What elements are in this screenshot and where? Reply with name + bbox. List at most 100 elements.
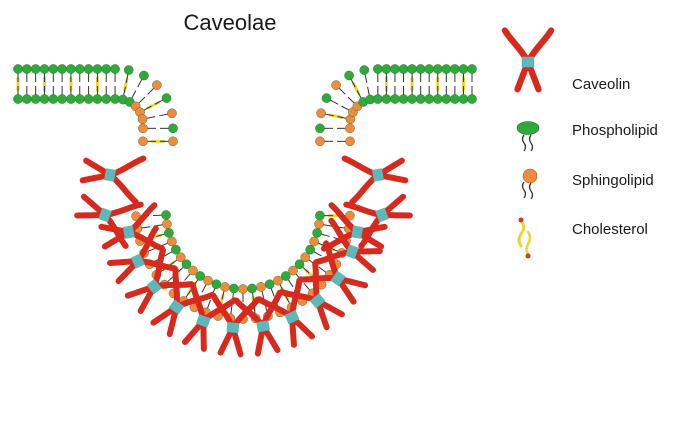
lipid-head <box>399 64 408 73</box>
lipid-head <box>425 94 434 103</box>
caveolin-protein <box>345 149 408 202</box>
lipid-head <box>49 94 58 103</box>
lipid-head <box>425 64 434 73</box>
lipid-head <box>84 64 93 73</box>
lipid-head <box>124 65 133 74</box>
lipid-head <box>167 109 176 118</box>
lipid-head <box>162 219 171 228</box>
lipid-head <box>433 64 442 73</box>
lipid-head <box>373 94 382 103</box>
lipid-head <box>450 94 459 103</box>
lipid-head <box>310 237 319 246</box>
lipid-head <box>75 64 84 73</box>
lipid-head <box>168 124 177 133</box>
lipid-head <box>220 282 229 291</box>
lipid-head <box>152 81 161 90</box>
lipid-head <box>161 210 170 219</box>
lipid-head <box>442 64 451 73</box>
lipid-head <box>93 94 102 103</box>
lipid-head <box>360 65 369 74</box>
lipid-head <box>168 137 177 146</box>
lipid-head <box>416 64 425 73</box>
lipid-head <box>433 94 442 103</box>
lipid-head <box>203 276 212 285</box>
legend-cholesterol-label: Cholesterol <box>572 221 648 238</box>
lipid-head <box>313 228 322 237</box>
lipid-head <box>13 94 22 103</box>
lipid-head <box>138 124 147 133</box>
lipid-head <box>344 71 353 80</box>
sphingolipid-tail-icon <box>523 182 526 198</box>
caveolin-protein <box>81 149 144 202</box>
lipid-head <box>345 137 354 146</box>
lipid-head <box>345 124 354 133</box>
lipid-head <box>416 94 425 103</box>
lipid-head <box>390 64 399 73</box>
lipid-head <box>459 94 468 103</box>
lipid-head <box>407 94 416 103</box>
lipid-head <box>459 64 468 73</box>
cholesterol-icon <box>527 232 531 254</box>
lipid-head <box>138 137 147 146</box>
lipid-head <box>58 64 67 73</box>
lipid-head <box>212 280 221 289</box>
lipid-head <box>382 64 391 73</box>
lipid-head <box>66 64 75 73</box>
lipid-head <box>49 64 58 73</box>
lipid-head <box>102 64 111 73</box>
legend-phospholipid-label: Phospholipid <box>572 122 658 139</box>
caveolin-icon <box>505 31 551 90</box>
cholesterol-icon <box>519 222 524 246</box>
lipid-head <box>167 237 176 246</box>
phospholipid-tail-icon <box>530 135 533 151</box>
lipid-head <box>31 94 40 103</box>
lipid-head <box>58 94 67 103</box>
lipid-head <box>139 71 148 80</box>
lipid-head <box>22 64 31 73</box>
lipid-head <box>247 284 256 293</box>
lipid-head <box>162 93 171 102</box>
lipid-head <box>315 137 324 146</box>
lipid-head <box>93 64 102 73</box>
sphingolipid-icon <box>523 169 537 183</box>
lipid-head <box>256 282 265 291</box>
lipid-head <box>332 81 341 90</box>
lipid-head <box>66 94 75 103</box>
lipid-head <box>315 211 324 220</box>
lipid-head <box>164 228 173 237</box>
lipid-head <box>22 94 31 103</box>
sphingolipid-tail-icon <box>530 183 533 199</box>
lipid-head <box>315 124 324 133</box>
phospholipid-icon <box>517 122 539 135</box>
lipid-head <box>40 94 49 103</box>
lipid-head <box>467 94 476 103</box>
lipid-head <box>322 93 331 102</box>
phospholipid-tail-icon <box>523 135 526 151</box>
lipid-head <box>40 64 49 73</box>
lipid-head <box>138 115 147 124</box>
lipid-head <box>75 94 84 103</box>
lipid-head <box>229 284 238 293</box>
lipid-head <box>102 94 111 103</box>
lipid-head <box>314 219 323 228</box>
lipid-head <box>110 64 119 73</box>
legend-sphingolipid-label: Sphingolipid <box>572 172 654 189</box>
lipid-head <box>382 94 391 103</box>
diagram-title: Caveolae <box>150 10 310 36</box>
lipid-head <box>265 280 274 289</box>
lipid-head <box>238 284 247 293</box>
lipid-head <box>450 64 459 73</box>
lipid-head <box>306 245 315 254</box>
lipid-head <box>467 64 476 73</box>
lipid-head <box>390 94 399 103</box>
lipid-head <box>407 64 416 73</box>
lipid-head <box>316 109 325 118</box>
cholesterol-head-icon <box>519 218 524 223</box>
lipid-head <box>399 94 408 103</box>
legend-caveolin-label: Caveolin <box>572 76 630 93</box>
lipid-head <box>31 64 40 73</box>
lipid-head <box>373 64 382 73</box>
lipid-head <box>13 64 22 73</box>
